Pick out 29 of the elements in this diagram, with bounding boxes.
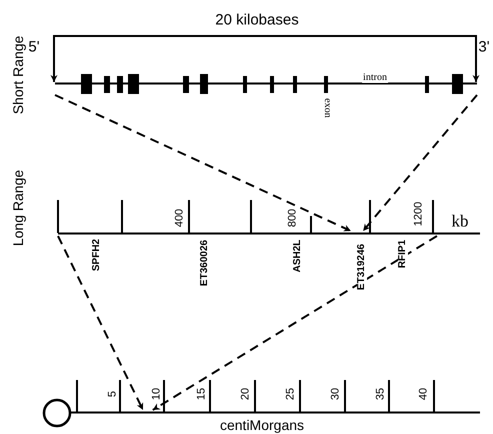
gene-label: ASH2L (293, 238, 303, 274)
scale-number: 40 (418, 386, 430, 402)
gene-label: ET360026 (200, 238, 210, 288)
feature-label: intron (362, 73, 388, 83)
scale-number: 30 (330, 386, 342, 402)
dashed-arrow (362, 94, 478, 232)
scale-title: 20 kilobases (214, 12, 300, 28)
end-label: 3' (477, 40, 491, 54)
dashed-arrow (57, 236, 144, 410)
scale-number: 10 (152, 386, 162, 402)
unit-label: kb (450, 212, 470, 230)
scale-number: 5 (108, 390, 118, 398)
scale-number: 15 (196, 386, 208, 402)
scale-number: 25 (286, 386, 296, 402)
scale-number: 35 (376, 386, 386, 402)
scale-number: 800 (288, 208, 298, 228)
gene-label: RFIP1 (398, 238, 408, 270)
scale-number: 20 (240, 386, 252, 402)
scale-number: 1200 (414, 200, 424, 228)
dashed-arrow (54, 94, 352, 232)
gene-label: SPFH2 (92, 238, 102, 272)
scale-number: 400 (174, 208, 186, 228)
section-label: Short Range (11, 34, 25, 116)
dashed-arrow (152, 235, 438, 411)
section-label: Long Range (11, 168, 25, 248)
end-label: 5' (27, 40, 41, 54)
feature-label: exon (322, 97, 332, 119)
gene-label: ET319246 (357, 242, 367, 292)
axis-title: centiMorgans (218, 418, 306, 432)
